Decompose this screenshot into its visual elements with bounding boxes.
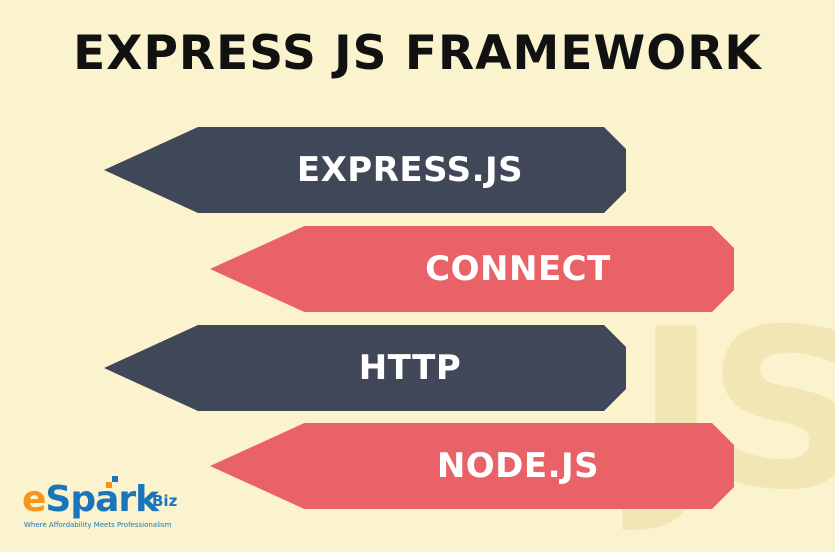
page-title: EXPRESS JS FRAMEWORK bbox=[73, 26, 762, 81]
logo-wordmark: eSpark bbox=[22, 479, 159, 520]
layer-arrow-http: HTTP bbox=[104, 325, 626, 411]
layer-arrow-connect: CONNECT bbox=[210, 226, 734, 312]
layer-label: HTTP bbox=[358, 348, 462, 388]
logo-tagline: Where Affordability Meets Professionalis… bbox=[24, 521, 172, 529]
logo-mark-icon bbox=[106, 476, 118, 488]
layer-arrow-expressjs: EXPRESS.JS bbox=[104, 127, 626, 213]
layer-label: EXPRESS.JS bbox=[296, 150, 524, 190]
logo-word-spark: Spark bbox=[45, 479, 159, 520]
layer-label: NODE.JS bbox=[436, 446, 600, 486]
brand-logo: eSpark Biz Where Affordability Meets Pro… bbox=[22, 476, 202, 540]
layer-label: CONNECT bbox=[425, 249, 611, 289]
logo-biz: Biz bbox=[152, 492, 178, 510]
layer-arrow-nodejs: NODE.JS bbox=[210, 423, 734, 509]
logo-letter-e: e bbox=[22, 479, 46, 520]
